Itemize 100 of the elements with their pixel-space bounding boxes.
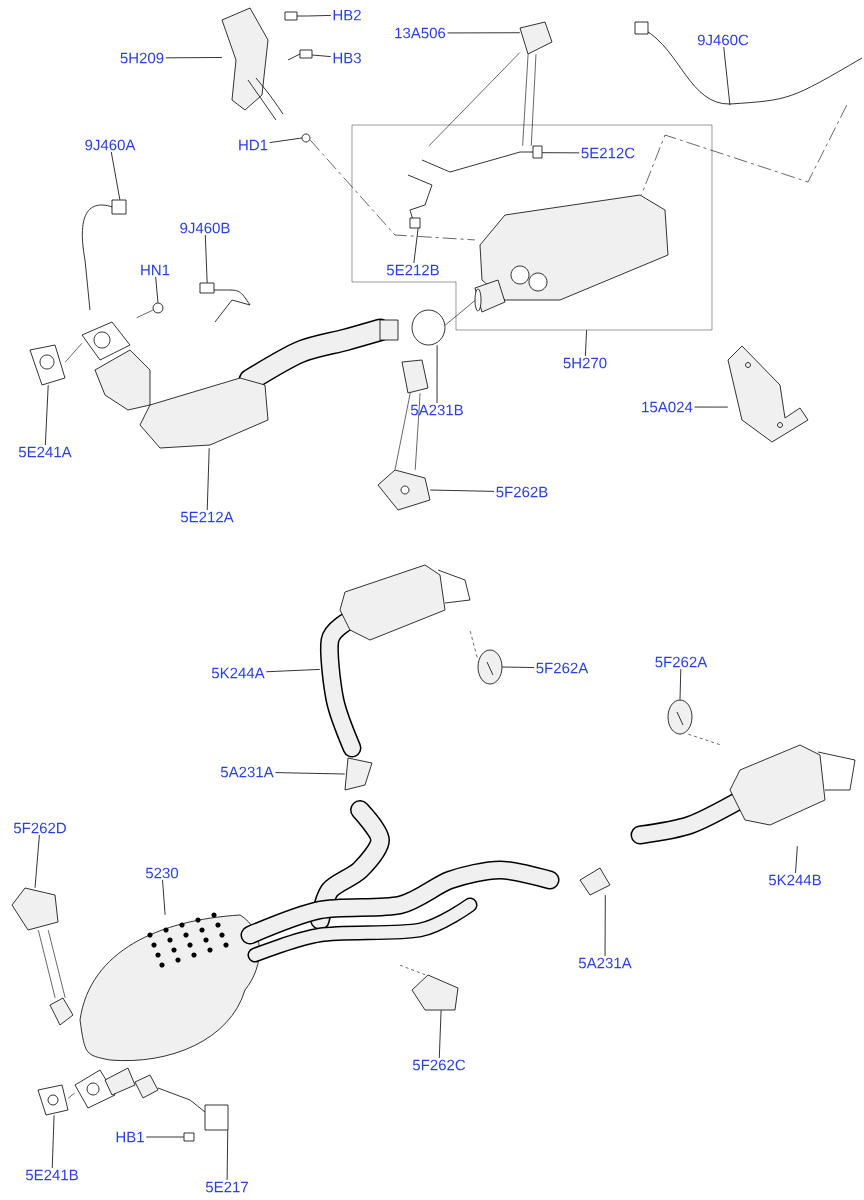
clamp-drawing bbox=[344, 757, 373, 791]
leader-line bbox=[413, 227, 419, 264]
leader-line bbox=[44, 384, 49, 446]
pressure-pipe-drawing bbox=[421, 145, 543, 173]
leader-line bbox=[306, 15, 332, 17]
hanger-bracket-drawing bbox=[401, 359, 429, 394]
leader-line bbox=[584, 329, 587, 357]
callout-label: 5F262D bbox=[13, 822, 66, 834]
catalytic-converter-drawing bbox=[74, 912, 260, 1109]
callout-label: 5A231A bbox=[220, 766, 274, 778]
gasket-drawing bbox=[29, 344, 66, 386]
clamp-drawing bbox=[579, 867, 611, 896]
callout-label: 13A506 bbox=[395, 27, 446, 39]
clamp-drawing bbox=[411, 309, 446, 346]
leader-line bbox=[679, 668, 682, 701]
leader-line bbox=[429, 489, 495, 492]
leader-line bbox=[604, 894, 606, 957]
assembly-line bbox=[688, 733, 721, 746]
assembly-line bbox=[414, 392, 421, 471]
callout-label: 5K244B bbox=[768, 874, 821, 886]
leader-line bbox=[436, 344, 438, 404]
rubber-mount-drawing bbox=[667, 699, 693, 735]
callout-label: 5F262A bbox=[655, 656, 708, 668]
assembly-line bbox=[64, 343, 83, 363]
leader-line bbox=[723, 46, 731, 106]
callout-label: 5230 bbox=[145, 867, 179, 879]
callout-label: 15A024 bbox=[642, 401, 693, 413]
sensor-drawing bbox=[81, 199, 127, 311]
muffler-drawing bbox=[319, 564, 471, 758]
hanger-bracket-drawing bbox=[49, 997, 74, 1026]
callout-label: 5H209 bbox=[120, 52, 164, 64]
leader-line bbox=[269, 137, 303, 143]
assembly-line bbox=[38, 929, 56, 999]
callout-label: 9J460B bbox=[180, 222, 230, 234]
callout-label: HB2 bbox=[333, 9, 361, 21]
rubber-mount-drawing bbox=[377, 469, 431, 511]
leader-line bbox=[110, 151, 121, 201]
nut-drawing bbox=[152, 302, 164, 314]
callout-label: 5A231A bbox=[578, 957, 632, 969]
clip-drawing bbox=[519, 21, 553, 55]
leader-line bbox=[51, 1114, 55, 1169]
assembly-line bbox=[394, 392, 411, 471]
pressure-pipe-drawing bbox=[407, 174, 433, 229]
leader-line bbox=[311, 54, 332, 57]
callout-label: 5E212B bbox=[386, 264, 439, 276]
assembly-line bbox=[530, 53, 537, 147]
callout-label: 9J460C bbox=[697, 34, 749, 46]
callout-label: 5E217 bbox=[205, 1181, 248, 1193]
assembly-line bbox=[67, 1092, 76, 1099]
callout-label: 5F262A bbox=[536, 662, 589, 674]
leader-line bbox=[206, 447, 210, 511]
leader-line bbox=[438, 1009, 442, 1059]
leader-line bbox=[165, 57, 223, 59]
callout-label: 5F262C bbox=[412, 1059, 466, 1071]
assembly-line bbox=[399, 964, 426, 976]
assembly-line bbox=[47, 929, 66, 999]
callout-label: 5H270 bbox=[563, 357, 607, 369]
leader-line bbox=[34, 834, 40, 889]
bracket-frame bbox=[351, 124, 713, 331]
callout-label: HB3 bbox=[333, 52, 361, 64]
rubber-mount-drawing bbox=[477, 649, 503, 685]
leader-line bbox=[694, 406, 729, 408]
leader-line bbox=[162, 879, 166, 916]
assembly-line bbox=[641, 104, 848, 196]
callout-label: 5F262B bbox=[496, 486, 548, 498]
particulate-filter-drawing bbox=[474, 194, 669, 313]
bracket-drawing bbox=[221, 7, 284, 121]
bolt-drawing bbox=[284, 11, 308, 21]
callout-label: 5K244A bbox=[211, 667, 265, 679]
leader-line bbox=[226, 1129, 229, 1181]
gasket-drawing bbox=[37, 1084, 69, 1116]
callout-label: 9J460A bbox=[85, 139, 136, 151]
leader-line bbox=[795, 845, 798, 874]
assembly-line bbox=[136, 309, 154, 319]
intermediate-pipe-drawing bbox=[240, 800, 560, 963]
callout-label: 5E241A bbox=[18, 446, 72, 458]
bolt-drawing bbox=[183, 1132, 195, 1142]
assembly-line bbox=[522, 53, 529, 147]
sensor-drawing bbox=[634, 21, 863, 105]
assembly-line bbox=[469, 630, 479, 660]
rubber-mount-drawing bbox=[11, 887, 59, 931]
bolt-drawing bbox=[287, 49, 313, 61]
assembly-line bbox=[309, 139, 476, 241]
muffler-drawing bbox=[630, 744, 856, 845]
callout-label: HD1 bbox=[239, 139, 268, 151]
leader-line bbox=[541, 152, 580, 154]
callout-label: 5E212C bbox=[581, 147, 635, 159]
assembly-line bbox=[444, 300, 476, 326]
rubber-mount-drawing bbox=[411, 974, 459, 1011]
sensor-drawing bbox=[134, 1074, 229, 1131]
leader-line bbox=[447, 32, 521, 34]
leader-line bbox=[501, 666, 535, 668]
front-pipe-drawing bbox=[81, 318, 399, 449]
callout-label: HN1 bbox=[141, 264, 170, 276]
clip-drawing bbox=[301, 133, 311, 143]
assembly-line bbox=[428, 52, 521, 147]
callout-label: 5E212A bbox=[180, 511, 234, 523]
sensor-drawing bbox=[199, 282, 251, 323]
leader-line bbox=[155, 276, 159, 304]
leader-line bbox=[275, 772, 346, 775]
